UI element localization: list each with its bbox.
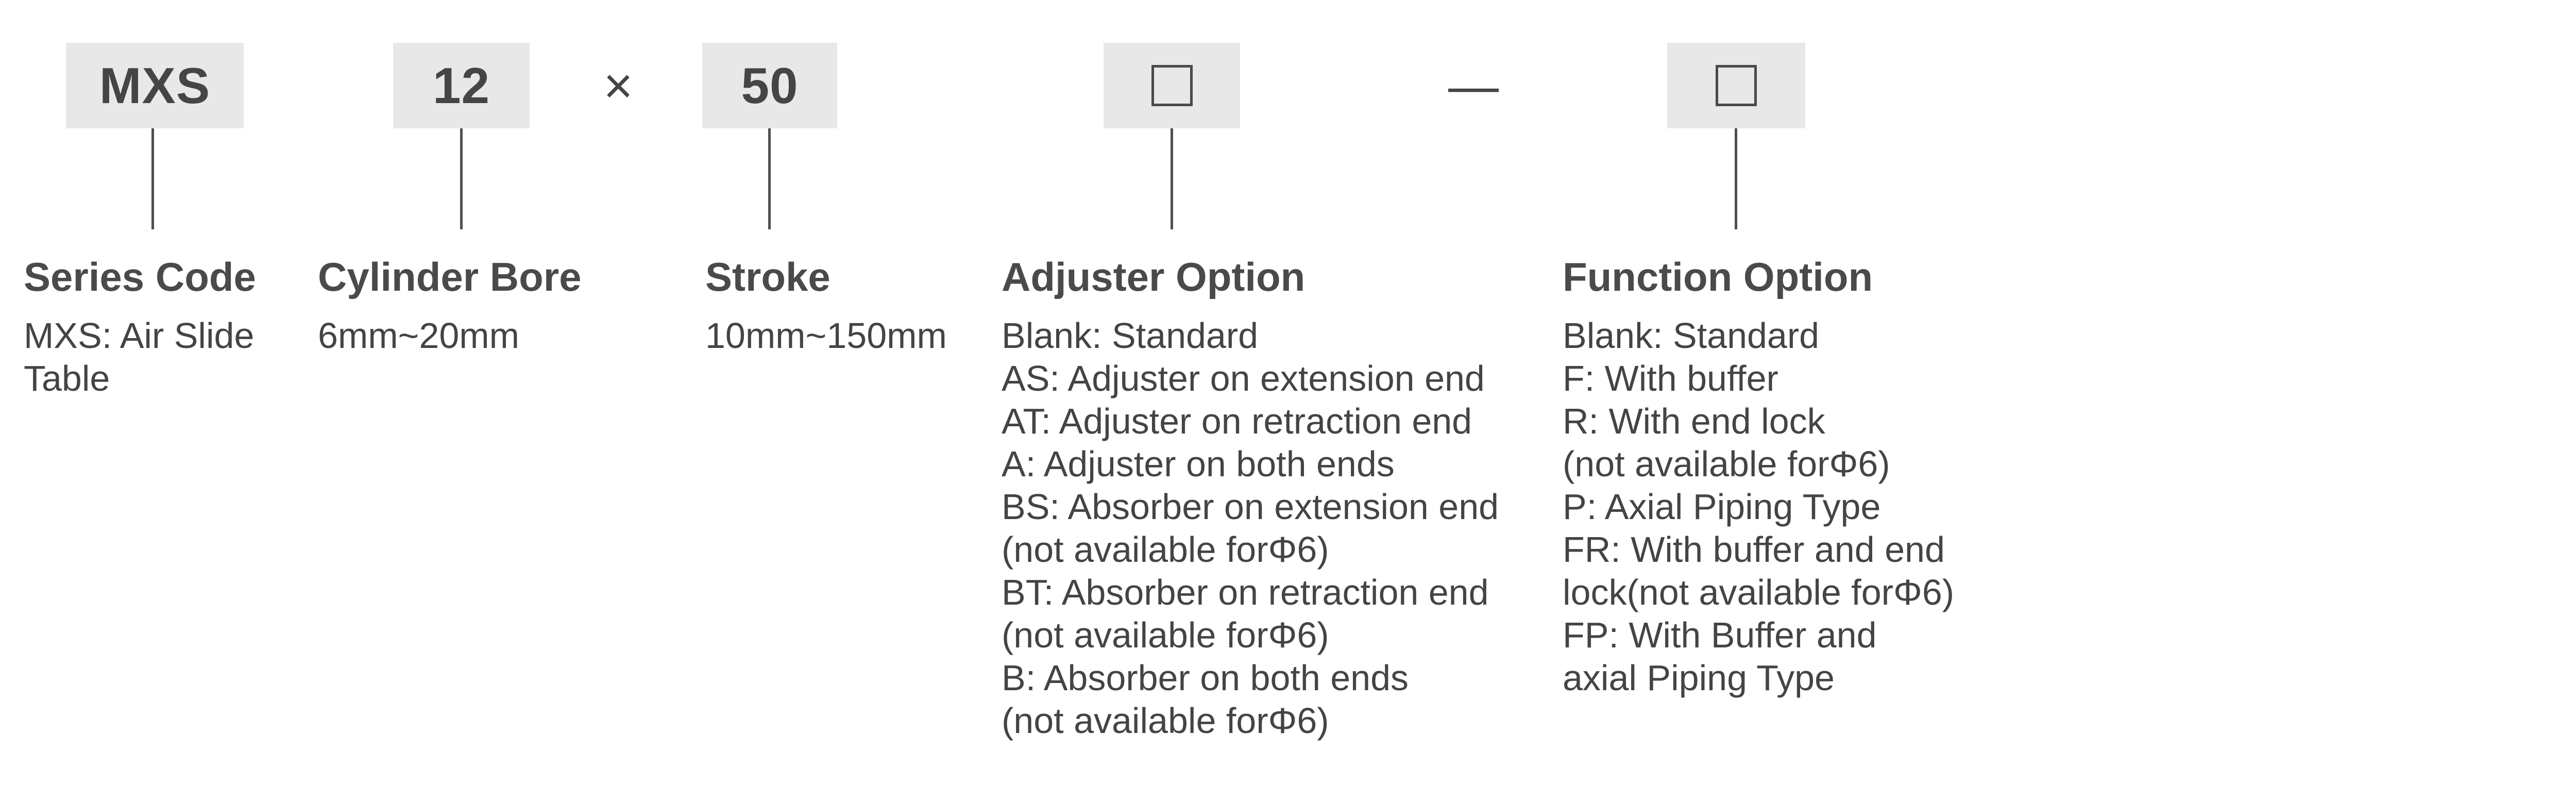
cylinder-bore-description: 6mm~20mm <box>318 314 519 357</box>
adjuster-option-heading: Adjuster Option <box>1002 254 1306 299</box>
adjuster-option-line: A: Adjuster on both ends <box>1002 444 1395 484</box>
function-option-line: FR: With buffer and end <box>1563 529 1945 570</box>
cylinder-bore-box: 12 <box>393 43 530 128</box>
function-option-line: Blank: Standard <box>1563 315 1820 356</box>
series-code-box: MXS <box>66 43 244 128</box>
series-code-heading: Series Code <box>24 254 256 299</box>
adjuster-option-line: BS: Absorber on extension end <box>1002 487 1499 527</box>
dash-symbol: — <box>1448 57 1499 114</box>
function-option-line: (not available forΦ6) <box>1563 444 1890 484</box>
adjuster-option-line: (not available forΦ6) <box>1002 529 1329 570</box>
adjuster-option-line: B: Absorber on both ends <box>1002 658 1409 698</box>
stroke-heading: Stroke <box>705 254 831 299</box>
function-option-line: F: With buffer <box>1563 358 1778 398</box>
adjuster-option-line: (not available forΦ6) <box>1002 701 1329 741</box>
series-code-desc-line: Table <box>24 358 110 398</box>
function-option-description: Blank: Standard F: With buffer R: With e… <box>1563 314 1954 699</box>
function-option-connector <box>1735 128 1737 229</box>
series-code-desc-line: MXS: Air Slide <box>24 315 255 356</box>
cylinder-bore-connector <box>460 128 463 229</box>
function-option-line: FP: With Buffer and <box>1563 615 1877 655</box>
function-option-heading: Function Option <box>1563 254 1873 299</box>
series-code-description: MXS: Air Slide Table <box>24 314 254 400</box>
stroke-desc-line: 10mm~150mm <box>705 315 947 356</box>
stroke-value: 50 <box>741 57 799 114</box>
cylinder-bore-value: 12 <box>432 57 490 114</box>
adjuster-option-description: Blank: Standard AS: Adjuster on extensio… <box>1002 314 1499 742</box>
stroke-description: 10mm~150mm <box>705 314 947 357</box>
function-option-line: lock(not available forΦ6) <box>1563 572 1955 612</box>
function-option-line: axial Piping Type <box>1563 658 1835 698</box>
adjuster-option-line: (not available forΦ6) <box>1002 615 1329 655</box>
series-code-value: MXS <box>99 57 211 114</box>
series-code-connector <box>151 128 154 229</box>
adjuster-placeholder-square <box>1151 65 1193 106</box>
function-option-line: P: Axial Piping Type <box>1563 487 1881 527</box>
stroke-connector <box>768 128 771 229</box>
adjuster-option-line: AS: Adjuster on extension end <box>1002 358 1485 398</box>
adjuster-option-line: AT: Adjuster on retraction end <box>1002 401 1472 441</box>
function-option-box <box>1667 43 1805 128</box>
cylinder-bore-desc-line: 6mm~20mm <box>318 315 519 356</box>
adjuster-option-box <box>1104 43 1240 128</box>
stroke-box: 50 <box>702 43 837 128</box>
function-placeholder-square <box>1716 65 1757 106</box>
cylinder-bore-heading: Cylinder Bore <box>318 254 582 299</box>
adjuster-option-connector <box>1171 128 1173 229</box>
times-symbol: × <box>603 57 633 114</box>
dash-separator: — <box>1437 43 1510 128</box>
function-option-line: R: With end lock <box>1563 401 1825 441</box>
times-separator: × <box>587 43 649 128</box>
adjuster-option-line: Blank: Standard <box>1002 315 1259 356</box>
adjuster-option-line: BT: Absorber on retraction end <box>1002 572 1489 612</box>
